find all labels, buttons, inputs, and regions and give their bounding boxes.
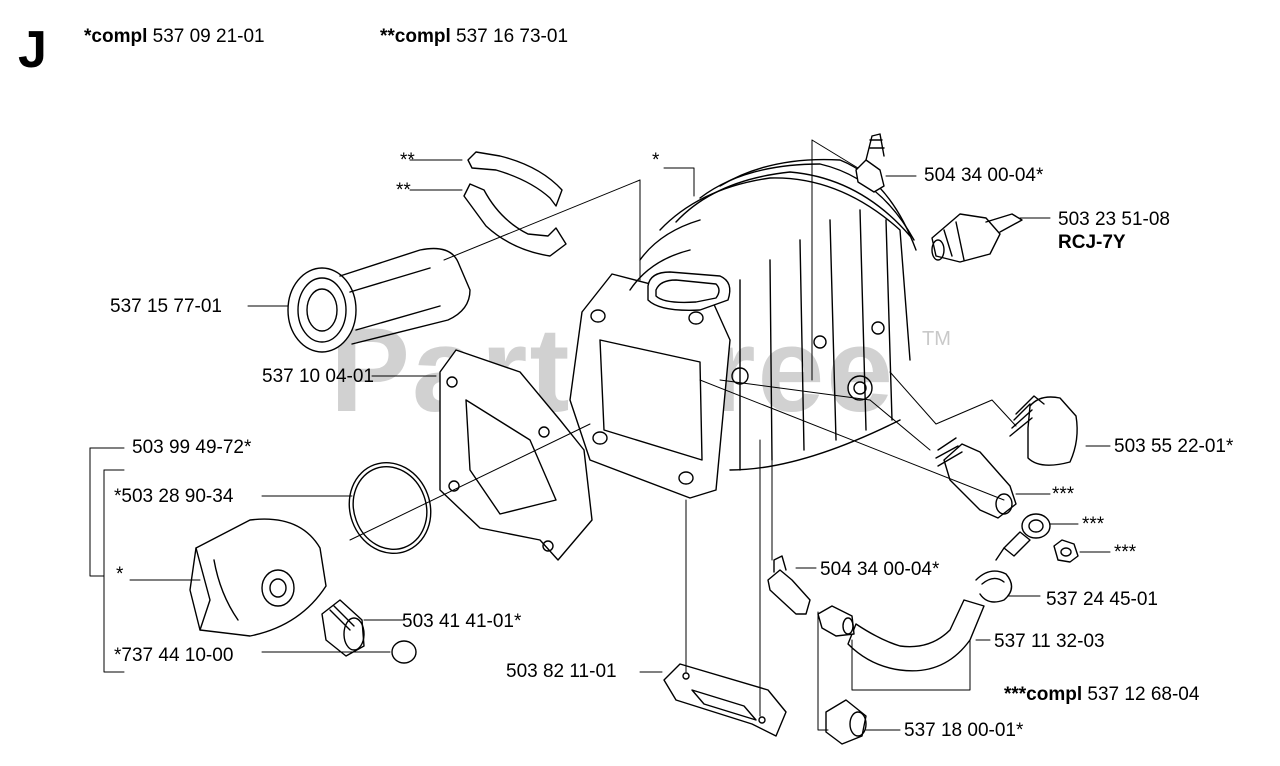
kit-3-prefix: ***compl <box>1004 684 1083 705</box>
part-537-18-00-01-label: 537 18 00-01* <box>904 720 1024 741</box>
cylinder-body-part[interactable] <box>569 158 917 499</box>
kit-1-prefix: *compl <box>84 26 148 47</box>
part-537-11-32-03-label: 537 11 32-03 <box>994 631 1105 652</box>
cylinder-gasket-part[interactable] <box>439 349 593 561</box>
part-503-82-11-01-label: 503 82 11-01 <box>506 661 617 682</box>
kit-2-number: 537 16 73-01 <box>456 26 569 47</box>
lower-clamp-part[interactable] <box>463 183 567 257</box>
cap-part[interactable] <box>825 699 867 745</box>
washer-star-label: *** <box>1082 514 1105 535</box>
washer-part[interactable] <box>1021 513 1051 539</box>
upper-clamp-part[interactable] <box>467 151 563 207</box>
clamp-upper-label: ** <box>400 150 415 171</box>
bottom-fitting-part[interactable] <box>767 555 811 615</box>
kit-1-number: 537 09 21-01 <box>152 26 265 47</box>
part-503-99-49-72-label: 503 99 49-72* <box>132 437 252 458</box>
part-504-34-00-04-top-label: 504 34 00-04* <box>924 165 1044 186</box>
screw-fitting-part[interactable] <box>935 437 1017 519</box>
hose-nipple-part[interactable] <box>817 605 855 637</box>
part-504-34-00-04-bottom-label: 504 34 00-04* <box>820 559 940 580</box>
piston-ring-part[interactable] <box>337 451 444 565</box>
part-503-55-22-01-label: 503 55 22-01* <box>1114 436 1234 457</box>
part-503-28-90-34-label: *503 28 90-34 <box>114 486 234 507</box>
kit-3-number: 537 12 68-04 <box>1087 684 1200 705</box>
leader-lines <box>89 139 1111 731</box>
circlip-part[interactable] <box>391 640 417 664</box>
part-503-23-51-08-label: 503 23 51-08 <box>1058 209 1170 230</box>
kit-2-header: **compl 537 16 73-01 <box>380 26 568 48</box>
watermark-trademark: TM <box>922 328 951 350</box>
cylinder-star-label: * <box>652 150 660 171</box>
kit-1-header: *compl 537 09 21-01 <box>84 26 265 48</box>
elbow-connector-part[interactable] <box>995 531 1031 561</box>
nut-star-label: *** <box>1114 542 1137 563</box>
top-fitting-part[interactable] <box>855 133 885 193</box>
needle-bearing-part[interactable] <box>321 599 365 657</box>
base-gasket-part[interactable] <box>663 663 787 737</box>
intake-manifold-part[interactable] <box>287 247 471 353</box>
part-737-44-10-00-label: *737 44 10-00 <box>114 645 234 666</box>
decompression-valve-part[interactable] <box>1009 395 1078 466</box>
hose-part[interactable] <box>847 599 985 672</box>
spark-plug-part[interactable] <box>931 213 1023 263</box>
kit-2-prefix: **compl <box>380 26 451 47</box>
nut-part[interactable] <box>1053 539 1079 563</box>
part-537-24-45-01-label: 537 24 45-01 <box>1046 589 1158 610</box>
clamp-lower-label: ** <box>396 180 411 201</box>
section-letter: J <box>18 21 47 79</box>
piston-part[interactable] <box>189 518 327 637</box>
screw-fitting-star-label: *** <box>1052 484 1075 505</box>
spring-clip-part[interactable] <box>975 570 1013 603</box>
part-537-10-04-01-label: 537 10 04-01 <box>262 366 374 387</box>
part-537-15-77-01-label: 537 15 77-01 <box>110 296 222 317</box>
part-503-41-41-01-label: 503 41 41-01* <box>402 611 522 632</box>
kit-3-header: ***compl 537 12 68-04 <box>1004 684 1199 706</box>
spark-plug-type-label: RCJ-7Y <box>1058 232 1126 253</box>
piston-star-label: * <box>116 564 124 585</box>
